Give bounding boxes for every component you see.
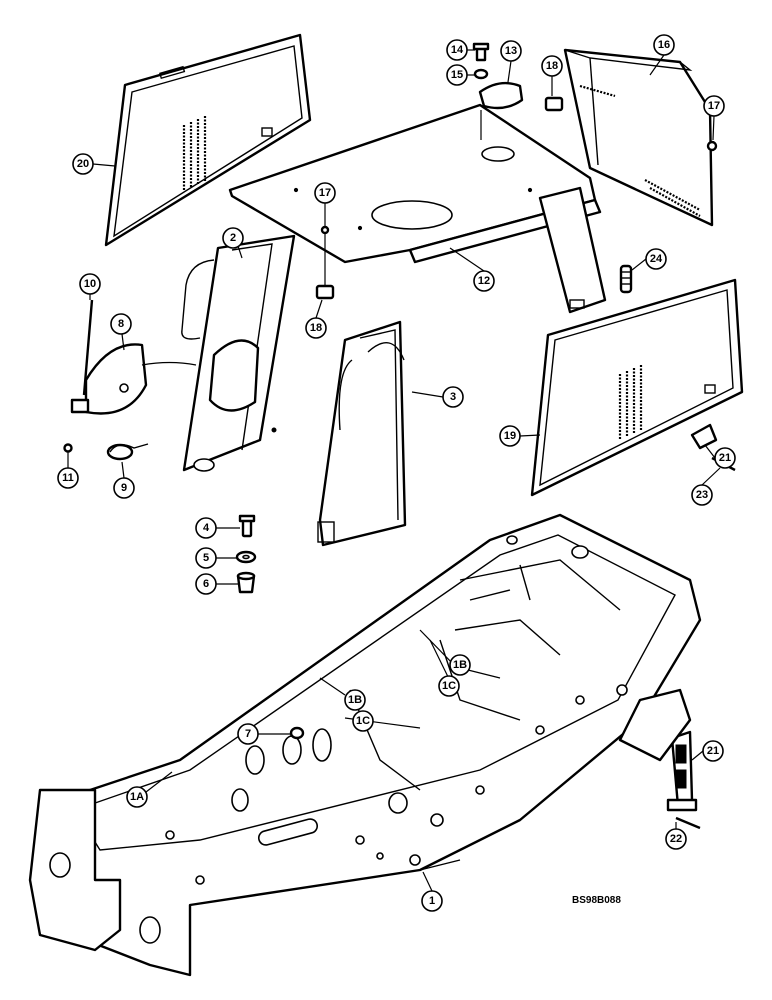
svg-text:1: 1 [429, 895, 435, 907]
callout-1b-lower: 1B [344, 689, 366, 711]
side-panel-19 [530, 278, 744, 497]
svg-text:13: 13 [505, 45, 517, 57]
vent-grille-20 [182, 116, 207, 190]
callout-23: 23 [691, 484, 713, 506]
svg-text:9: 9 [121, 482, 127, 494]
side-panel-20 [104, 33, 312, 247]
nut-11 [63, 443, 73, 453]
callout-11: 11 [57, 467, 79, 489]
fitting-7 [289, 726, 305, 740]
svg-text:17: 17 [708, 100, 720, 112]
screw-17-mid [320, 225, 330, 290]
latch-18-mid [315, 284, 335, 300]
svg-text:3: 3 [450, 391, 456, 403]
reference-code: BS98B088 [572, 895, 621, 906]
callout-1b-upper: 1B [449, 654, 471, 676]
hatch-8 [70, 343, 148, 415]
cap-13 [478, 81, 524, 140]
frame-1 [28, 513, 702, 977]
pin-22 [675, 816, 701, 830]
callout-8: 8 [110, 313, 132, 335]
bracket-21-upper [690, 423, 718, 450]
washer-5 [235, 550, 257, 564]
callout-14: 14 [446, 39, 468, 61]
svg-text:4: 4 [203, 522, 210, 534]
callout-7: 7 [237, 723, 259, 745]
svg-text:1C: 1C [356, 715, 370, 727]
callout-1a: 1A [126, 786, 148, 808]
callout-1c-lower: 1C [352, 710, 374, 732]
callout-13: 13 [500, 40, 522, 62]
svg-text:21: 21 [719, 452, 731, 464]
callout-10: 10 [79, 273, 101, 295]
callout-17-mid: 17 [314, 182, 336, 204]
svg-text:11: 11 [62, 472, 74, 484]
bolt-14 [472, 42, 490, 62]
callout-19: 19 [499, 425, 521, 447]
callout-12: 12 [473, 270, 495, 292]
post-2 [181, 234, 296, 472]
svg-text:14: 14 [451, 44, 464, 56]
callout-21-upper: 21 [714, 447, 736, 469]
callout-6: 6 [195, 573, 217, 595]
svg-text:5: 5 [203, 552, 209, 564]
callout-2: 2 [222, 227, 244, 249]
svg-text:24: 24 [650, 253, 663, 265]
svg-text:18: 18 [310, 322, 322, 334]
svg-text:12: 12 [478, 275, 490, 287]
callout-1c-upper: 1C [438, 675, 460, 697]
svg-text:10: 10 [84, 278, 96, 290]
callout-17-top: 17 [703, 95, 725, 117]
clip-9 [106, 443, 149, 461]
svg-text:7: 7 [245, 728, 251, 740]
svg-text:2: 2 [230, 232, 236, 244]
callout-20: 20 [72, 153, 94, 175]
vent-grille-16 [579, 84, 701, 217]
callout-18-top: 18 [541, 55, 563, 77]
svg-text:16: 16 [658, 39, 670, 51]
callout-4: 4 [195, 517, 217, 539]
svg-text:17: 17 [319, 187, 331, 199]
leader-lines [67, 49, 721, 892]
callout-22: 22 [665, 828, 687, 850]
bushing-6 [236, 571, 256, 594]
callout-18-mid: 18 [305, 317, 327, 339]
svg-text:1B: 1B [453, 659, 467, 671]
svg-text:1B: 1B [348, 694, 362, 706]
callout-24: 24 [645, 248, 667, 270]
svg-text:22: 22 [670, 833, 682, 845]
svg-text:19: 19 [504, 430, 516, 442]
callout-9: 9 [113, 477, 135, 499]
svg-text:8: 8 [118, 318, 124, 330]
washer-15 [473, 68, 489, 80]
callout-1: 1 [421, 890, 443, 912]
callout-21-lower: 21 [702, 740, 724, 762]
callout-16: 16 [653, 34, 675, 56]
svg-text:21: 21 [707, 745, 719, 757]
hood-stay [538, 186, 607, 314]
latch-18-top [544, 96, 564, 112]
rod-10 [82, 299, 94, 396]
vent-grille-19 [618, 365, 643, 440]
svg-text:6: 6 [203, 578, 209, 590]
svg-text:23: 23 [696, 489, 708, 501]
upright-3 [317, 320, 407, 547]
bolt-4 [238, 514, 256, 538]
spring-24 [619, 264, 633, 294]
callouts: 1 1A 1B 1C 1B 1C 2 3 4 5 6 7 8 9 10 11 1… [57, 34, 736, 912]
svg-text:1C: 1C [442, 680, 456, 692]
bracket-21-lower [666, 730, 698, 812]
callout-3: 3 [442, 386, 464, 408]
callout-5: 5 [195, 547, 217, 569]
svg-text:15: 15 [451, 69, 463, 81]
svg-text:20: 20 [77, 158, 89, 170]
svg-text:18: 18 [546, 60, 558, 72]
callout-15: 15 [446, 64, 468, 86]
screw-17-top [706, 140, 718, 152]
svg-text:1A: 1A [130, 791, 144, 803]
